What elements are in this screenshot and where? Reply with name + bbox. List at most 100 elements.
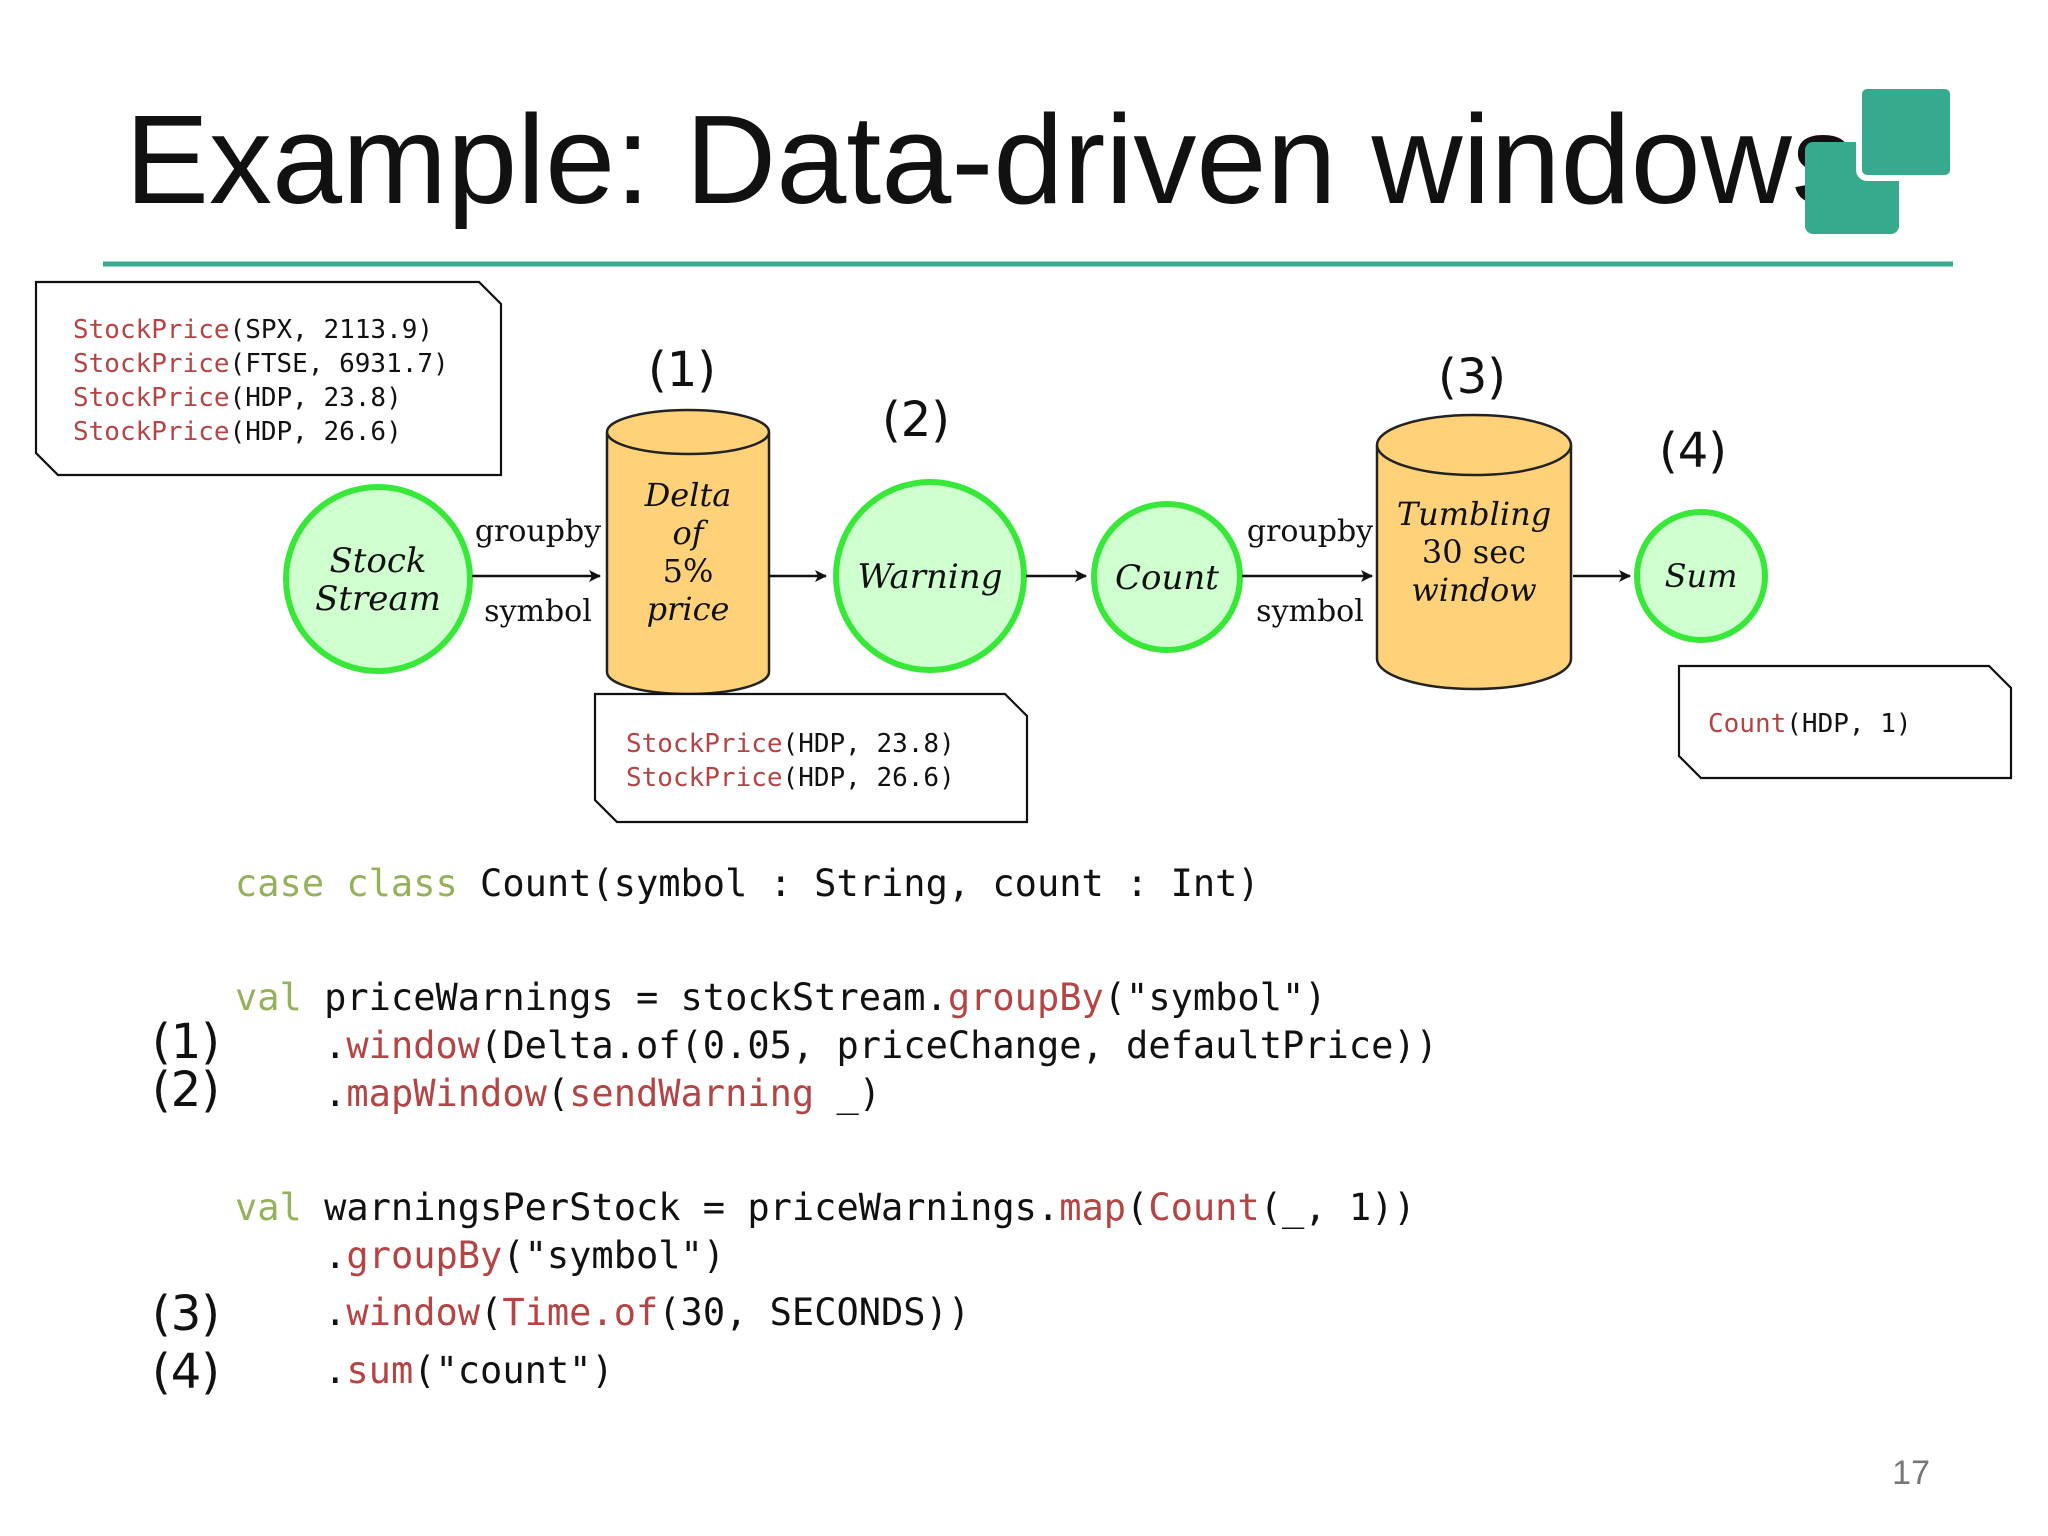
code-method: map bbox=[1059, 1186, 1126, 1229]
code-step-label: (3) bbox=[152, 1286, 220, 1342]
brand-logo bbox=[1805, 83, 1956, 234]
note-fn-name: StockPrice bbox=[73, 417, 230, 447]
edge-label-top: groupby bbox=[1247, 514, 1373, 549]
input-note-line: StockPrice(FTSE, 6931.7) bbox=[73, 349, 449, 379]
code-method: Time.of bbox=[502, 1291, 658, 1334]
input-note-line: StockPrice(HDP, 23.8) bbox=[73, 383, 402, 413]
edge-count-to-tumbling: groupby symbol bbox=[1242, 514, 1373, 629]
code-text: _) bbox=[814, 1072, 881, 1116]
note-fn-args: (HDP, 26.6) bbox=[783, 763, 955, 793]
edge-label-bottom: symbol bbox=[484, 594, 592, 629]
slide-title: Example: Data-driven windows bbox=[125, 89, 1855, 230]
code-line: case class Count(symbol : String, count … bbox=[235, 862, 1260, 905]
code-method: window bbox=[346, 1291, 480, 1334]
code-text: (_, 1)) bbox=[1260, 1186, 1416, 1230]
node-delta-label: price bbox=[647, 590, 730, 628]
code-line: val warningsPerStock = priceWarnings.map… bbox=[235, 1186, 1416, 1230]
node-sum-circle bbox=[1634, 509, 1768, 643]
code-text: . bbox=[235, 1234, 346, 1277]
node-sum: Sum bbox=[1634, 509, 1768, 643]
code-text: (30, SECONDS)) bbox=[658, 1291, 970, 1334]
code-keyword: case class bbox=[235, 862, 480, 905]
code-keyword: val bbox=[235, 1186, 324, 1229]
node-count: Count bbox=[1091, 501, 1243, 653]
note-fn-args: (HDP, 26.6) bbox=[230, 417, 402, 447]
node-delta-label: of bbox=[672, 514, 708, 552]
node-stock-stream-label: Stock bbox=[329, 541, 426, 581]
code-method: Count bbox=[1148, 1186, 1259, 1229]
code-text: ("count") bbox=[413, 1349, 613, 1392]
code-method: groupBy bbox=[948, 976, 1104, 1019]
code-method: mapWindow bbox=[346, 1072, 547, 1115]
note-fn-args: (SPX, 2113.9) bbox=[230, 315, 434, 345]
code-listing: case class Count(symbol : String, count … bbox=[152, 862, 1438, 1400]
note-fn-name: StockPrice bbox=[626, 729, 783, 759]
node-tumbling-cylinder-top bbox=[1375, 413, 1573, 477]
code-line: .window(Time.of(30, SECONDS)) bbox=[235, 1291, 970, 1334]
node-warning-circle bbox=[833, 479, 1027, 673]
node-tumbling-label: window bbox=[1411, 571, 1536, 609]
node-stock-stream-circle bbox=[283, 484, 473, 674]
node-count-label: Count bbox=[1115, 558, 1219, 598]
delta-output-note-frame bbox=[593, 692, 1029, 824]
sum-output-note-frame bbox=[1677, 664, 2013, 780]
code-line: .sum("count") bbox=[235, 1349, 614, 1392]
delta-output-note-line: StockPrice(HDP, 23.8) bbox=[626, 729, 955, 759]
note-fn-name: Count bbox=[1708, 709, 1786, 739]
code-text: Count(symbol : String, count : Int) bbox=[480, 862, 1260, 905]
step-label-tumbling: (3) bbox=[1438, 349, 1506, 405]
code-step-label: (1) bbox=[152, 1014, 220, 1070]
note-fn-args: (FTSE, 6931.7) bbox=[230, 349, 449, 379]
page-number: 17 bbox=[1892, 1454, 1930, 1492]
code-method: window bbox=[346, 1024, 480, 1067]
input-note-line: StockPrice(SPX, 2113.9) bbox=[73, 315, 433, 345]
node-warning: Warning bbox=[833, 479, 1027, 673]
code-keyword: val bbox=[235, 976, 324, 1019]
sum-output-note: Count(HDP, 1) bbox=[1677, 664, 2013, 780]
node-tumbling-label: 30 sec bbox=[1422, 533, 1526, 571]
node-count-circle bbox=[1091, 501, 1243, 653]
code-line: .mapWindow(sendWarning _) bbox=[235, 1072, 881, 1116]
code-step-label: (2) bbox=[152, 1062, 220, 1118]
code-line: .groupBy("symbol") bbox=[235, 1234, 725, 1277]
code-step-label: (4) bbox=[152, 1344, 220, 1400]
delta-output-note-line: StockPrice(HDP, 26.6) bbox=[626, 763, 955, 793]
node-sum-label: Sum bbox=[1665, 557, 1738, 595]
note-fn-name: StockPrice bbox=[626, 763, 783, 793]
step-label-delta: (1) bbox=[648, 342, 716, 398]
code-text: ("symbol") bbox=[1104, 976, 1327, 1019]
code-text: . bbox=[235, 1349, 346, 1392]
node-warning-label: Warning bbox=[858, 557, 1003, 597]
note-fn-name: StockPrice bbox=[73, 349, 230, 379]
input-note-line: StockPrice(HDP, 26.6) bbox=[73, 417, 402, 447]
code-text: . bbox=[235, 1024, 346, 1067]
step-label-warning: (2) bbox=[882, 392, 950, 448]
code-text: warningsPerStock = priceWarnings. bbox=[324, 1186, 1059, 1229]
step-label-sum: (4) bbox=[1659, 423, 1727, 479]
code-line: .window(Delta.of(0.05, priceChange, defa… bbox=[235, 1024, 1438, 1067]
edge-label-bottom: symbol bbox=[1256, 594, 1364, 629]
note-fn-name: StockPrice bbox=[73, 315, 230, 345]
delta-output-note: StockPrice(HDP, 23.8)StockPrice(HDP, 26.… bbox=[593, 692, 1029, 824]
node-tumbling-label: Tumbling bbox=[1397, 495, 1551, 533]
note-fn-name: StockPrice bbox=[73, 383, 230, 413]
code-method: sendWarning bbox=[569, 1072, 814, 1115]
code-text: ( bbox=[547, 1072, 569, 1115]
note-fn-args: (HDP, 23.8) bbox=[783, 729, 955, 759]
code-text: ("symbol") bbox=[502, 1234, 725, 1277]
edge-label-top: groupby bbox=[475, 514, 601, 549]
node-delta-cylinder-top bbox=[605, 408, 771, 456]
node-tumbling-cylinder-body bbox=[1375, 445, 1573, 691]
code-text: ( bbox=[480, 1291, 502, 1334]
code-method: sum bbox=[346, 1349, 413, 1392]
note-fn-args: (HDP, 23.8) bbox=[230, 383, 402, 413]
node-delta-label: Delta bbox=[644, 476, 732, 514]
code-text: (Delta.of(0.05, priceChange, defaultPric… bbox=[480, 1024, 1438, 1067]
code-text: ( bbox=[1126, 1186, 1148, 1229]
code-method: groupBy bbox=[346, 1234, 502, 1277]
input-note-frame bbox=[34, 280, 503, 477]
